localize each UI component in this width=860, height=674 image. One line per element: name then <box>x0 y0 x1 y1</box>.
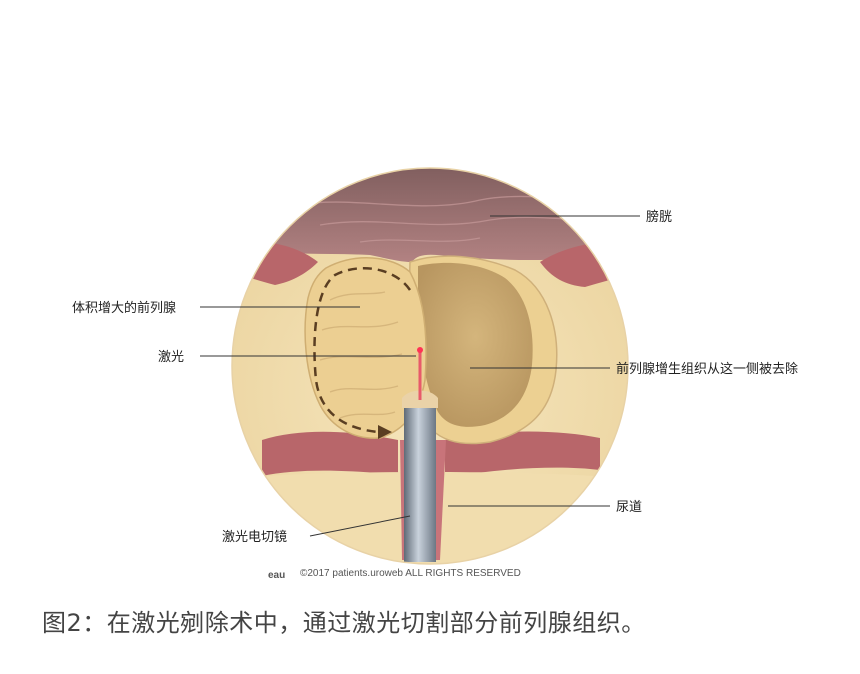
label-bladder: 膀胱 <box>646 210 673 225</box>
figure-caption: 图2：在激光剜除术中，通过激光切割部分前列腺组织。 <box>42 609 646 637</box>
prostate-laser-enucleation-diagram: eau <box>200 167 640 581</box>
label-removed-tissue: 前列腺增生组织从这一侧被去除 <box>616 362 799 377</box>
resectoscope <box>404 402 436 562</box>
label-urethra: 尿道 <box>616 500 643 515</box>
laser-beam-glow <box>417 347 423 353</box>
label-laser: 激光 <box>158 350 185 365</box>
label-resectoscope: 激光电切镜 <box>222 530 288 545</box>
copyright-notice: ©2017 patients.uroweb ALL RIGHTS RESERVE… <box>300 568 521 579</box>
laser-path-arrow <box>313 267 412 434</box>
enucleated-cavity <box>418 262 533 427</box>
diagram-frame <box>231 167 629 565</box>
label-enlarged-prostate: 体积增大的前列腺 <box>72 301 177 316</box>
prostate-left-texture <box>319 291 403 419</box>
laser-path-arrowhead <box>378 425 392 439</box>
pelvic-floor-left <box>262 431 398 476</box>
prostate-left-lobe <box>304 257 427 439</box>
eau-logo: eau <box>268 570 285 581</box>
leader-resectoscope <box>309 515 411 537</box>
